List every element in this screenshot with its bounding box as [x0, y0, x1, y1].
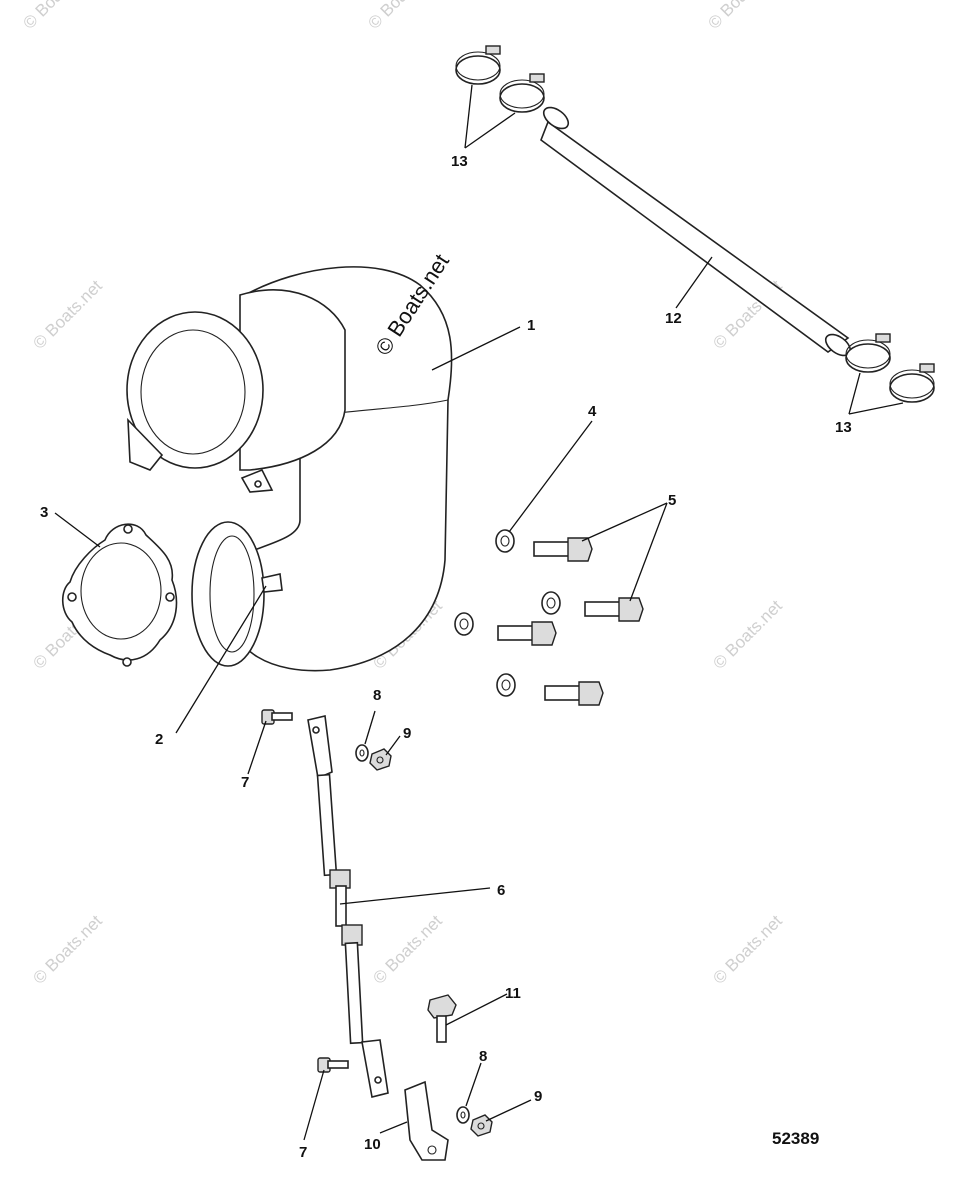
callout-7: 7 [241, 774, 249, 791]
watermark: © Boats.net [369, 911, 446, 988]
callout-8: 8 [373, 687, 381, 704]
hex-bolt-part [497, 537, 644, 706]
hose-clamp-part [455, 45, 935, 403]
callout-12: 12 [665, 310, 682, 327]
small-washer-part [355, 744, 470, 1124]
callout-labels: 1 2 3 4 5 6 7 7 8 8 9 9 10 11 12 13 13 [40, 153, 852, 1161]
watermark: © Boats.net [29, 276, 106, 353]
drawing-number: 52389 [772, 1129, 819, 1148]
washer-part [454, 529, 561, 697]
bracket-part [404, 1080, 449, 1161]
callout-7: 7 [299, 1144, 307, 1161]
exhaust-pipe-part [540, 106, 852, 357]
exhaust-elbow-part [126, 266, 453, 672]
callout-13: 13 [451, 153, 468, 170]
watermark: © Boats.net [709, 911, 786, 988]
callout-11: 11 [505, 985, 521, 1002]
watermark: © Boats.net [29, 911, 106, 988]
leader-lines [54, 84, 904, 1141]
nut-part [369, 748, 493, 1137]
watermark: © Boats.net [704, 0, 781, 33]
flange-bolt-part [427, 994, 457, 1043]
callout-4: 4 [588, 403, 597, 420]
callout-9: 9 [534, 1088, 542, 1105]
gasket-part [61, 523, 178, 667]
watermark: © Boats.net [364, 0, 441, 33]
callout-1: 1 [527, 317, 535, 334]
callout-8: 8 [479, 1048, 487, 1065]
support-rod-part [307, 715, 389, 1098]
watermark: © Boats.net [19, 0, 96, 33]
callout-5: 5 [668, 492, 676, 509]
callout-2: 2 [155, 731, 163, 748]
small-bolt-part [261, 709, 349, 1073]
watermark: © Boats.net [709, 596, 786, 673]
callout-13: 13 [835, 419, 852, 436]
callout-10: 10 [364, 1136, 381, 1153]
callout-9: 9 [403, 725, 411, 742]
callout-6: 6 [497, 882, 505, 899]
callout-3: 3 [40, 504, 48, 521]
